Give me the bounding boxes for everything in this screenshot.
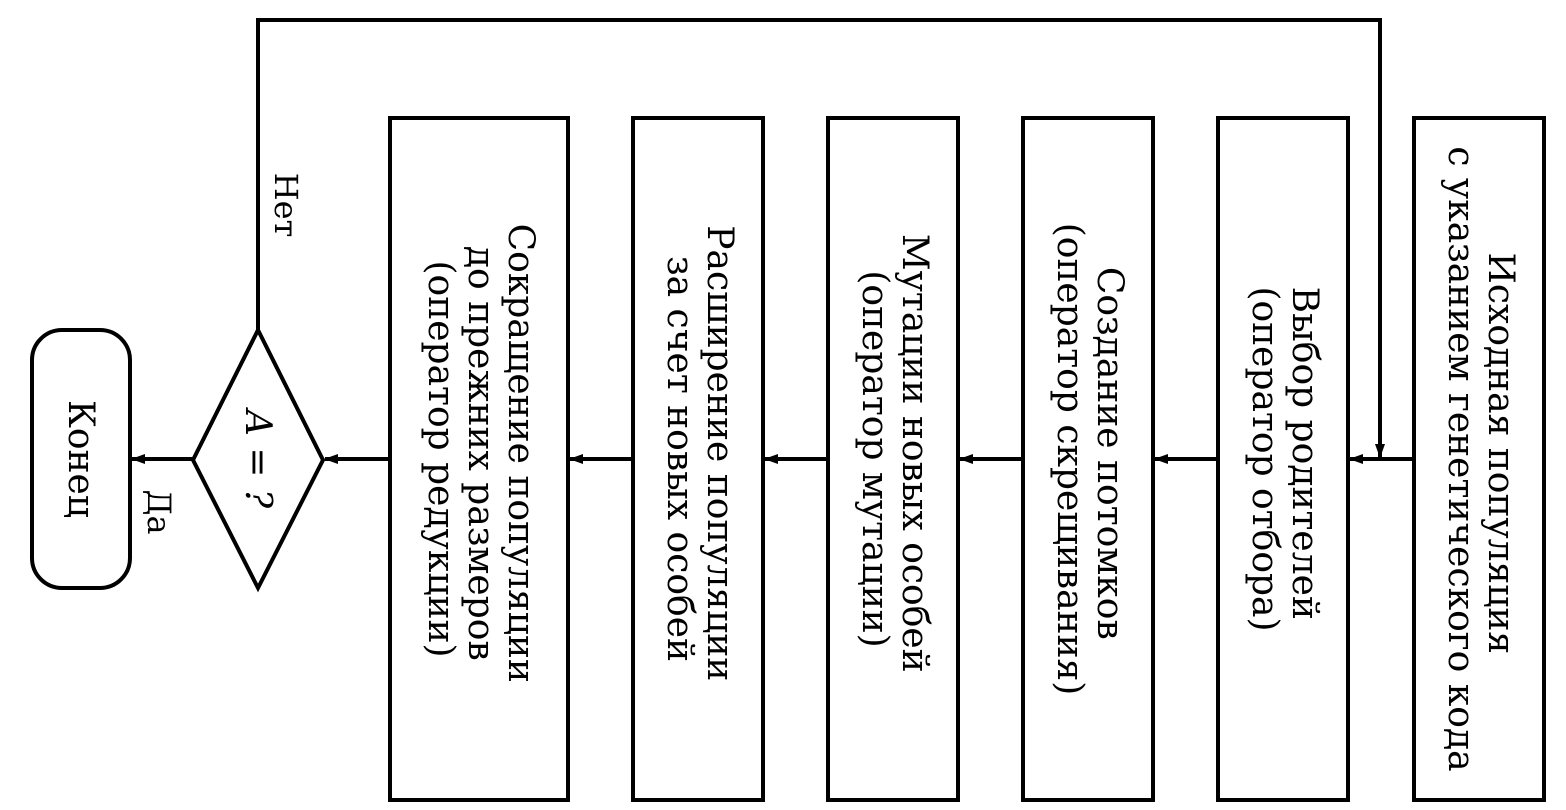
reduction-box-line-1: Сокращение популяции <box>500 224 541 683</box>
no-label: Нет <box>267 173 305 238</box>
end-box <box>30 328 132 590</box>
selection-box <box>1216 116 1350 802</box>
decision-diamond <box>190 325 326 593</box>
start-box <box>1412 116 1546 802</box>
crossover-box-line-1: Создание потомков <box>1089 267 1130 640</box>
svg-text:Создание потомков (операто: Создание потомков (оператор скрещивания) <box>1049 223 1130 696</box>
start-box-line-1: Исходная популяция <box>1480 252 1521 654</box>
reduction-box <box>388 116 570 802</box>
svg-text:Выбор родителей (оператор: Выбор родителей (оператор отбора) <box>1244 286 1325 631</box>
decision-label: A = ? <box>237 407 278 509</box>
crossover-box-line-2: (оператор скрещивания) <box>1049 223 1090 696</box>
mutation-box-line-2: (оператор мутации) <box>854 270 895 647</box>
mutation-box-line-1: Мутации новых особей <box>894 234 935 673</box>
svg-text:Мутации новых особей (опер: Мутации новых особей (оператор мутации) <box>854 234 935 684</box>
mutation-box <box>826 116 960 802</box>
start-box-line-2: с указанием генетического кода <box>1440 146 1481 771</box>
svg-text:Расширение популяции за сч: Расширение популяции за счет новых особе… <box>659 225 740 692</box>
end-label: Конец <box>60 400 101 518</box>
yes-label: Да <box>140 489 178 534</box>
svg-text:Сокращение популяции до пр: Сокращение популяции до прежних размеров… <box>420 224 541 695</box>
selection-box-line-1: Выбор родителей <box>1284 287 1325 620</box>
reduction-box-line-2: до прежних размеров <box>460 246 501 661</box>
crossover-box <box>1021 116 1155 802</box>
expansion-box <box>631 116 765 802</box>
svg-text:Исходная популяция с указа: Исходная популяция с указанием генетичес… <box>1440 146 1521 771</box>
expansion-box-line-2: за счет новых особей <box>659 256 700 662</box>
expansion-box-line-1: Расширение популяции <box>699 225 740 681</box>
loop-back-no <box>256 18 1385 458</box>
selection-box-line-2: (оператор отбора) <box>1244 286 1285 631</box>
reduction-box-line-3: (оператор редукции) <box>420 261 461 658</box>
